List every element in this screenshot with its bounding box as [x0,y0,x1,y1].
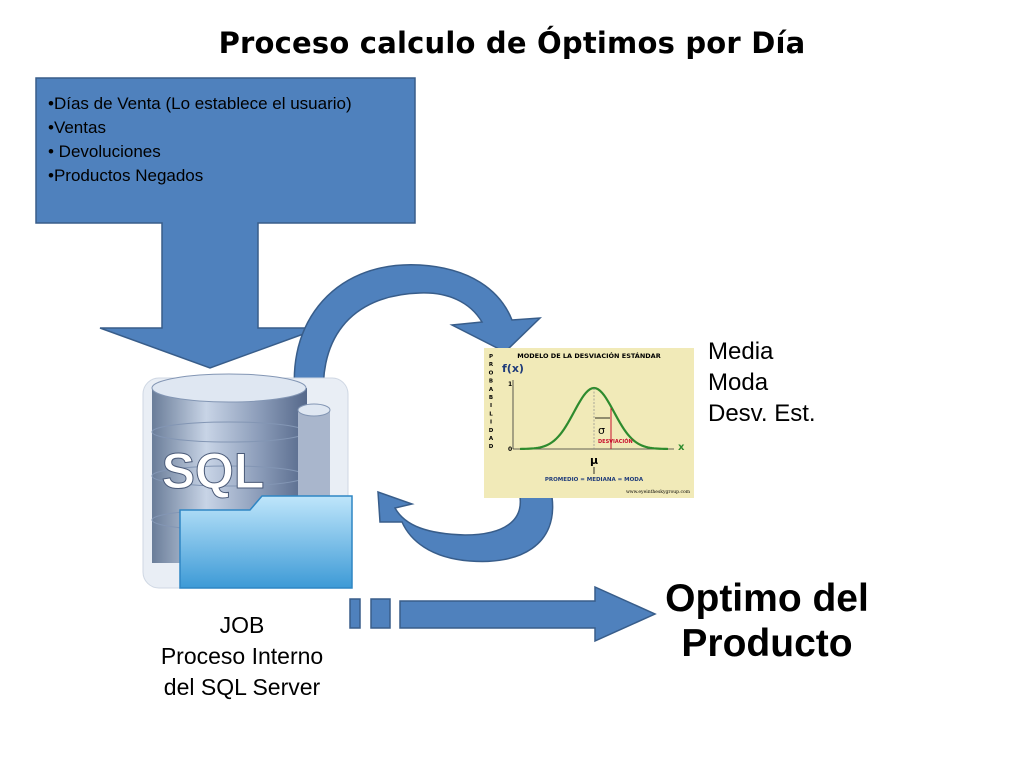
stats-list: Media Moda Desv. Est. [708,336,816,429]
chart-y-label-letter: D [489,444,494,450]
chart-background [484,348,694,498]
result-title: Optimo del Producto [642,576,892,666]
standard-deviation-chart: MODELO DE LA DESVIACIÓN ESTÁNDAR PROBABI… [484,348,694,498]
chart-deviation-label: DESVIACIÓN [598,438,633,445]
result-line: Optimo del [665,577,869,620]
sql-database-icon: SQL [142,373,353,589]
arrow-to-result [399,585,657,643]
job-line: del SQL Server [163,674,321,700]
chart-y-label-letter: B [489,395,493,401]
chart-caption: PROMEDIO = MEDIANA = MODA [545,477,644,483]
job-line: Proceso Interno [160,643,324,669]
chart-sigma-symbol: σ [598,424,605,437]
chart-y-label-letter: A [489,436,494,442]
curved-arrow-to-sql [377,490,554,563]
curved-arrow-to-chart [293,264,542,413]
stat-item: Media [708,338,774,365]
arrow-dash-2 [370,598,391,629]
input-item: • Devoluciones [48,142,161,161]
chart-y-label-letter: D [489,428,494,434]
job-label: JOB Proceso Interno del SQL Server [132,610,352,703]
chart-y-label-letter: R [489,362,494,368]
chart-y-label-letter: P [489,354,493,360]
sql-label: SQL [162,443,265,499]
chart-fx-symbol: f(x) [502,362,524,375]
chart-credit: www.eyeintheskygroup.com [626,489,691,495]
stat-item: Moda [708,369,769,396]
chart-title: MODELO DE LA DESVIACIÓN ESTÁNDAR [517,351,660,360]
slide-title: Proceso calculo de Óptimos por Día [218,26,806,60]
arrow-dash-1 [349,598,361,629]
input-box-arrow [35,77,416,369]
input-item: •Ventas [48,118,106,137]
result-line: Producto [681,622,853,665]
input-item: •Productos Negados [48,166,204,185]
chart-y-tick-1: 1 [508,381,512,388]
chart-y-label-letter: B [489,379,493,385]
stat-item: Desv. Est. [708,400,816,427]
chart-y-tick-0: 0 [508,446,512,453]
chart-y-label-letter: I [490,403,492,409]
job-line: JOB [219,612,265,638]
input-list: •Días de Venta (Lo establece el usuario)… [48,92,408,188]
chart-mu-symbol: μ [590,454,598,467]
input-item: •Días de Venta (Lo establece el usuario) [48,94,352,113]
chart-y-label-letter: I [490,420,492,426]
chart-x-symbol: x [678,442,685,453]
chart-y-label-letter: O [489,370,494,376]
chart-y-label-letter: A [489,387,494,393]
chart-y-label-letter: L [489,411,493,417]
